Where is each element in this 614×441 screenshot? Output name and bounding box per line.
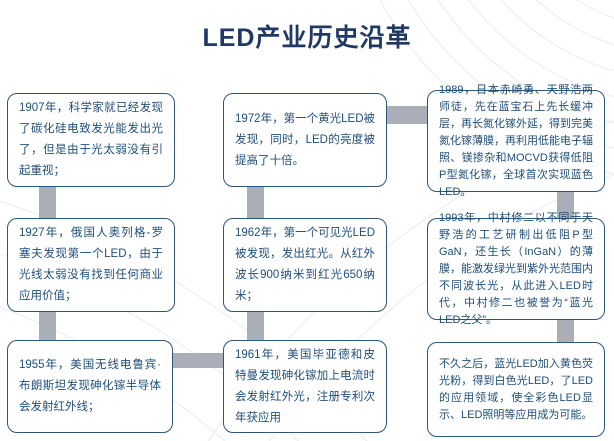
connector-1972-1989 xyxy=(385,106,429,124)
timeline-box-after: 不久之后，蓝光LED加入黄色荧光粉，得到白色光LED，了LED的应用领域，使全彩… xyxy=(427,342,605,437)
timeline-box-text: 1989，日本赤崎勇、天野浩两师徒，先在蓝宝石上先长缓冲层，再长氮化镓外延，得到… xyxy=(439,83,593,198)
timeline-box-1962: 1962年，第一个可见光LED被发现，发出红光。从红外波长900纳米到红光650… xyxy=(223,218,387,312)
timeline-box-text: 1993年，中村修二以不同于天野浩的工艺研制出低阻P型GaN，还生长（InGaN… xyxy=(439,211,593,326)
connector-1962-1972 xyxy=(247,186,264,219)
timeline-box-1907: 1907年，科学家就已经发现了碳化硅电致发光能发出光了，但是由于光太弱没有引起重… xyxy=(7,93,175,187)
timeline-box-text: 1972年，第一个黄光LED被发现，同时，LED的亮度被提高了十倍。 xyxy=(235,112,375,167)
connector-1961-1962 xyxy=(247,311,264,341)
timeline-box-text: 不久之后，蓝光LED加入黄色荧光粉，得到白色光LED，了LED的应用领域，使全彩… xyxy=(439,357,593,421)
timeline-box-1955: 1955年，美国无线电鲁宾·布朗斯坦发现砷化镓半导体会发射红外线； xyxy=(7,340,173,433)
timeline-box-1927: 1927年，俄国人奥列格-罗塞夫发现第一个LED，由于光线太弱没有找到任何商业应… xyxy=(7,218,175,312)
timeline-box-1972: 1972年，第一个黄光LED被发现，同时，LED的亮度被提高了十倍。 xyxy=(223,93,387,187)
connector-1927-1955 xyxy=(39,311,56,341)
timeline-box-text: 1962年，第一个可见光LED被发现，发出红光。从红外波长900纳米到红光650… xyxy=(235,227,375,302)
timeline-box-1989: 1989，日本赤崎勇、天野浩两师徒，先在蓝宝石上先长缓冲层，再长氮化镓外延，得到… xyxy=(427,84,605,198)
timeline-box-1961: 1961年，美国毕亚德和皮特曼发现砷化镓加上电流时会发射红外光，注册专利次年获应… xyxy=(223,340,387,433)
timeline-box-text: 1955年，美国无线电鲁宾·布朗斯坦发现砷化镓半导体会发射红外线； xyxy=(19,359,161,413)
connector-1955-1961 xyxy=(170,353,228,368)
timeline-box-1993: 1993年，中村修二以不同于天野浩的工艺研制出低阻P型GaN，还生长（InGaN… xyxy=(427,212,605,326)
timeline-box-text: 1927年，俄国人奥列格-罗塞夫发现第一个LED，由于光线太弱没有找到任何商业应… xyxy=(19,227,163,302)
timeline-box-text: 1961年，美国毕亚德和皮特曼发现砷化镓加上电流时会发射红外光，注册专利次年获应… xyxy=(235,348,375,424)
timeline-box-text: 1907年，科学家就已经发现了碳化硅电致发光能发出光了，但是由于光太弱没有引起重… xyxy=(19,102,163,177)
page-title: LED产业历史沿革 xyxy=(202,24,412,52)
connector-1907-1927 xyxy=(39,186,56,219)
